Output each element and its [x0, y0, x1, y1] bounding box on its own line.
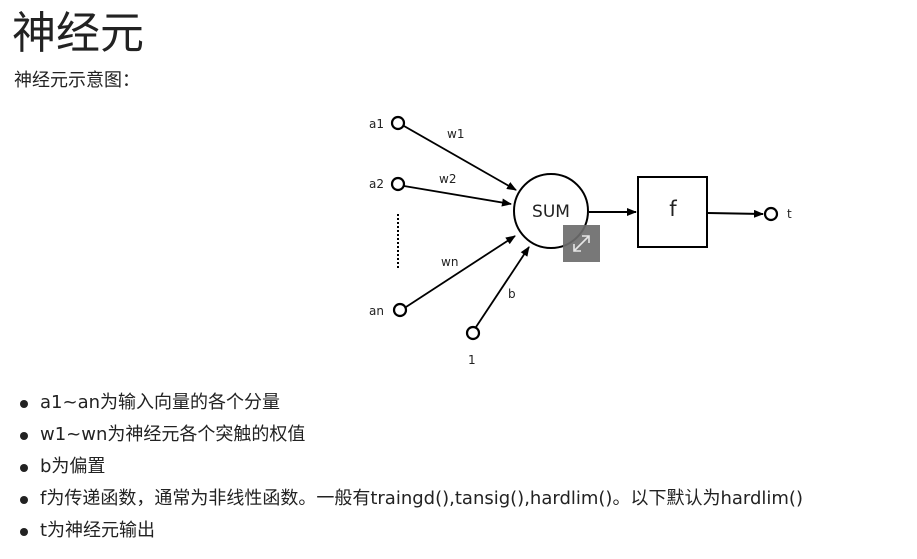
arrow-a1 — [403, 125, 517, 191]
page-title: 神经元 — [12, 8, 144, 59]
arrow-a2 — [403, 185, 512, 207]
transfer-function-label: f — [669, 197, 677, 221]
arrow-bias — [475, 246, 530, 328]
arrow-an — [405, 235, 516, 308]
transfer-function-box — [637, 176, 708, 248]
input-label-an: an — [369, 304, 384, 318]
expand-image-button[interactable] — [563, 225, 600, 262]
output-node — [763, 206, 779, 222]
bias-node — [465, 325, 481, 341]
list-item: w1~wn为神经元各个突触的权值 — [16, 422, 803, 454]
definition-list: a1~an为输入向量的各个分量 w1~wn为神经元各个突触的权值 b为偏置 f为… — [16, 390, 803, 550]
input-label-a1: a1 — [369, 117, 384, 131]
input-node-a1 — [390, 115, 406, 131]
bias-input-label: 1 — [468, 353, 476, 367]
arrow-f-to-output — [707, 209, 764, 218]
weight-label-w2: w2 — [439, 172, 456, 186]
list-item: b为偏置 — [16, 454, 803, 486]
list-item: a1~an为输入向量的各个分量 — [16, 390, 803, 422]
list-item: t为神经元输出 — [16, 518, 803, 550]
input-label-a2: a2 — [369, 177, 384, 191]
output-label: t — [787, 207, 792, 221]
weight-label-wn: wn — [441, 255, 458, 269]
weight-label-w1: w1 — [447, 127, 464, 141]
sum-label: SUM — [532, 202, 570, 222]
diagram-caption: 神经元示意图： — [14, 70, 140, 91]
bias-weight-label: b — [508, 287, 516, 301]
expand-icon — [573, 235, 590, 252]
input-node-a2 — [390, 176, 406, 192]
list-item: f为传递函数，通常为非线性函数。一般有traingd(),tansig(),ha… — [16, 486, 803, 518]
input-node-an — [392, 302, 408, 318]
